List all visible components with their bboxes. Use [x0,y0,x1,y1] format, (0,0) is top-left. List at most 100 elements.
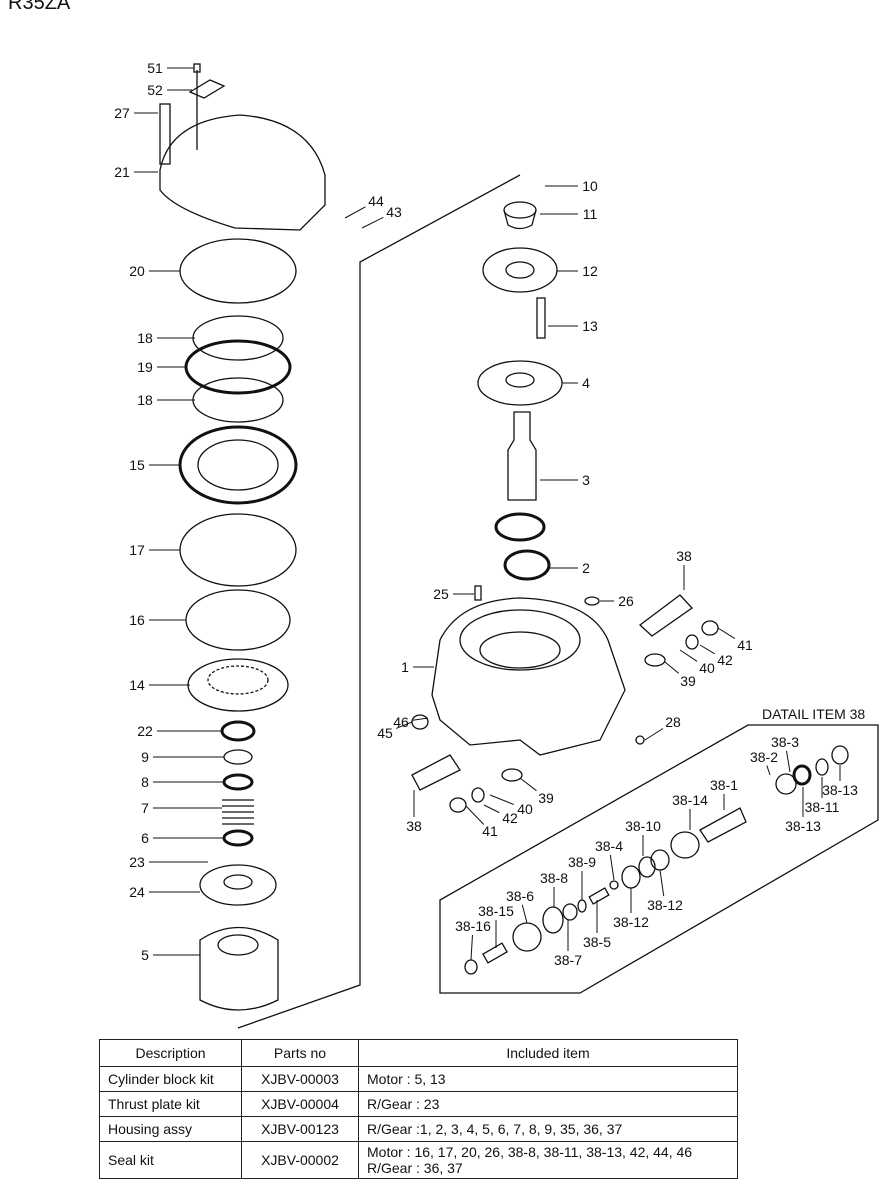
leader-line [664,661,680,674]
part-no-cell: XJBV-00123 [241,1116,359,1142]
leader-line [412,717,429,721]
callout-label-44: 44 [368,193,384,209]
callout-label-38-14: 38-14 [672,792,708,808]
leader-line [679,649,698,662]
callout-label-38-11: 38-11 [804,799,840,815]
callout-label-14: 14 [129,677,145,693]
callout-label-38-9: 38-9 [567,854,597,870]
part-swash-4 [477,360,563,406]
callout-label-38-5: 38-5 [582,934,612,950]
callout-label-38: 38 [406,818,422,834]
callout-label-20: 20 [129,263,145,279]
part-cover [159,114,326,231]
callout-label-38-12: 38-12 [613,914,649,930]
callout-label-18: 18 [137,392,153,408]
leader-line [395,721,413,729]
table-row: Cylinder block kit XJBV-00003 Motor : 5,… [99,1066,738,1092]
callout-label-24: 24 [129,884,145,900]
callout-label-38-13: 38-13 [822,782,858,798]
callout-label-38-15: 38-15 [478,903,514,919]
part-plate-14 [187,658,289,712]
part-no-cell: XJBV-00002 [241,1141,359,1179]
callout-label-15: 15 [129,457,145,473]
callout-label-51: 51 [147,60,163,76]
leader-line [659,869,665,897]
callout-label-42: 42 [502,810,518,826]
leader-line [361,216,384,229]
callout-label-38-13: 38-13 [785,818,821,834]
callout-label-10: 10 [582,178,598,194]
included-line: Motor : 16, 17, 20, 26, 38-8, 38-11, 38-… [367,1144,693,1160]
leader-line [519,777,537,792]
description-cell: Cylinder block kit [99,1066,242,1092]
callout-label-38-1: 38-1 [709,777,739,793]
leader-line [489,794,515,806]
callout-label-46: 46 [393,714,409,730]
callout-label-1: 1 [401,659,409,675]
column-included-item: Included item [358,1039,738,1067]
callout-label-38-6: 38-6 [505,888,535,904]
callout-label-39: 39 [680,673,696,689]
table-row: Housing assy XJBV-00123 R/Gear :1, 2, 3,… [99,1116,738,1142]
callout-label-17: 17 [129,542,145,558]
callout-label-38-4: 38-4 [594,838,624,854]
part-38-1 [699,807,747,843]
included-cell: R/Gear :1, 2, 3, 4, 5, 6, 7, 8, 9, 35, 3… [358,1116,738,1142]
parts-kit-table: Description Parts no Included item Cylin… [99,1039,738,1179]
part-retainer-12 [482,247,558,293]
callout-label-11: 11 [582,206,598,222]
callout-label-40: 40 [517,801,533,817]
included-cell: Motor : 5, 13 [358,1066,738,1092]
leader-line [717,627,736,640]
leader-line [609,854,615,881]
callout-label-39: 39 [538,790,554,806]
callout-label-7: 7 [141,800,149,816]
detail-box [439,724,879,994]
part-valve-38 [638,594,693,637]
part-bolt [159,103,171,165]
callout-label-8: 8 [141,774,149,790]
part-valve-38b [411,754,461,791]
part-o-ring-16 [185,589,291,651]
callout-label-12: 12 [582,263,598,279]
included-cell: R/Gear : 23 [358,1091,738,1117]
callout-label-19: 19 [137,359,153,375]
callout-label-16: 16 [129,612,145,628]
leader-line [344,206,366,219]
part-24 [199,864,277,906]
callout-label-38-10: 38-10 [625,818,661,834]
column-parts-no: Parts no [241,1039,359,1067]
description-cell: Thrust plate kit [99,1091,242,1117]
callout-label-38: 38 [676,548,692,564]
leader-line [521,904,528,924]
callout-label-26: 26 [618,593,634,609]
callout-label-38-8: 38-8 [539,870,569,886]
callout-label-41: 41 [482,823,498,839]
callout-label-2: 2 [582,560,590,576]
callout-label-52: 52 [147,82,163,98]
table-row: Seal kit XJBV-00002 Motor : 16, 17, 20, … [99,1141,738,1179]
callout-label-21: 21 [114,164,130,180]
column-description: Description [99,1039,242,1067]
table-row: Thrust plate kit XJBV-00004 R/Gear : 23 [99,1091,738,1117]
callout-label-6: 6 [141,830,149,846]
model-label: R35ZA [8,0,71,14]
description-cell: Seal kit [99,1141,242,1179]
part-cylinder-block [199,926,279,1011]
callout-label-18: 18 [137,330,153,346]
callout-label-38-12: 38-12 [647,897,683,913]
callout-label-38-7: 38-7 [553,952,583,968]
callout-label-27: 27 [114,105,130,121]
callout-label-9: 9 [141,749,149,765]
callout-label-23: 23 [129,854,145,870]
leader-line [785,750,791,773]
callout-label-38-16: 38-16 [455,918,491,934]
callout-label-25: 25 [433,586,449,602]
callout-label-3: 3 [582,472,590,488]
leader-line [699,644,715,655]
callout-label-43: 43 [386,204,402,220]
leader-line [465,805,485,825]
included-line: R/Gear : 36, 37 [367,1160,463,1176]
part-no-cell: XJBV-00004 [241,1091,359,1117]
